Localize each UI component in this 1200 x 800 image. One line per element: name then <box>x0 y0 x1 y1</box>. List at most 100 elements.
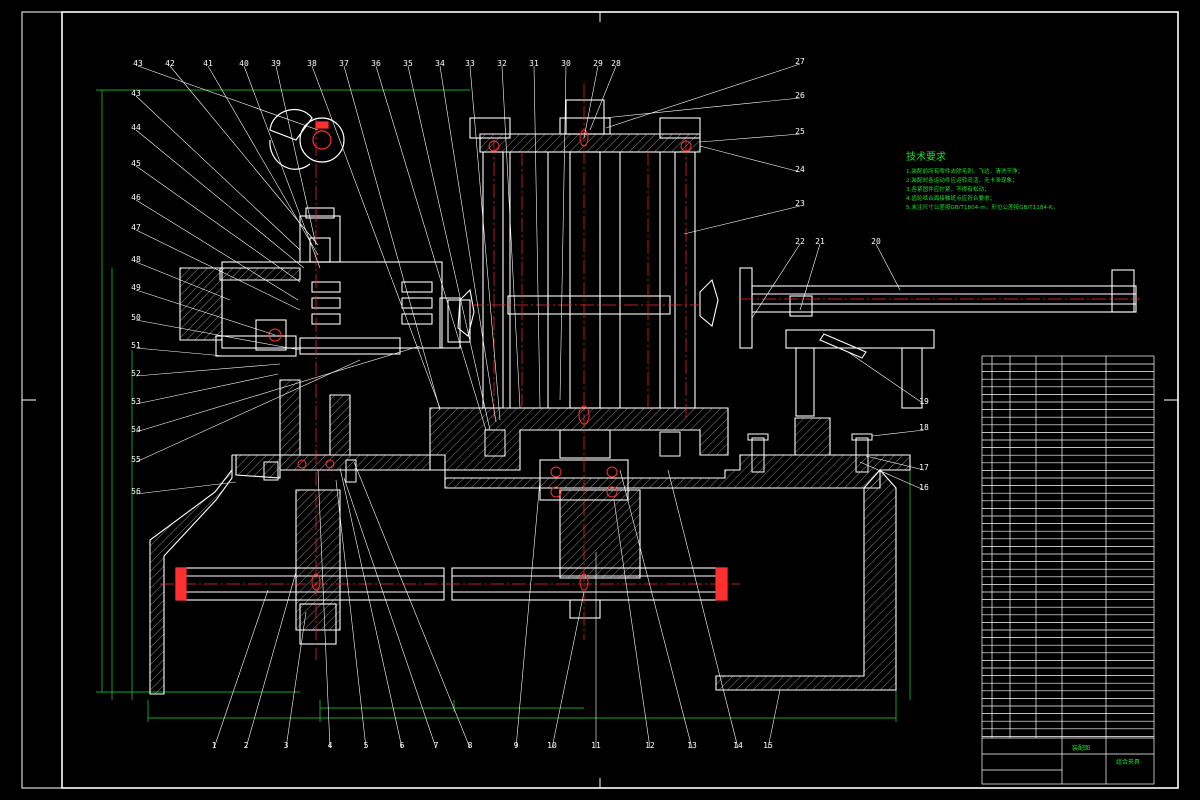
part-balloon: 52 <box>131 369 141 378</box>
part-balloon: 16 <box>919 483 929 492</box>
part-balloon: 28 <box>611 59 621 68</box>
leader-line <box>515 479 541 749</box>
bolts <box>263 429 873 483</box>
leader-line <box>275 65 317 246</box>
part-balloon: 46 <box>131 193 141 202</box>
leader-line <box>619 469 693 749</box>
part-balloon: 56 <box>131 487 141 496</box>
part-balloon: 38 <box>307 59 317 68</box>
leader-line <box>135 319 301 351</box>
leader-line <box>583 65 599 139</box>
tech-note: 3.各紧固件应拧紧，不得有松动； <box>906 185 990 193</box>
part-balloon: 25 <box>795 127 805 136</box>
part-balloon: 23 <box>795 199 805 208</box>
leader-line <box>603 97 801 119</box>
leader-line <box>135 165 301 283</box>
part-balloon: 42 <box>165 59 175 68</box>
leader-line <box>847 351 925 405</box>
part-balloon: 5 <box>364 741 369 750</box>
leader-line <box>135 347 225 357</box>
leader-line <box>667 469 739 749</box>
leader-line <box>683 205 801 235</box>
part-balloon: 32 <box>497 59 507 68</box>
leader-line <box>407 65 491 431</box>
leader-line <box>335 479 367 749</box>
part-balloon: 35 <box>403 59 413 68</box>
part-balloon: 43 <box>133 59 143 68</box>
part-balloon: 45 <box>131 159 141 168</box>
part-balloon: 44 <box>131 123 141 132</box>
leader-line <box>767 689 781 749</box>
part-balloon: 39 <box>271 59 281 68</box>
leader-lines <box>135 63 925 749</box>
leader-line <box>135 199 299 301</box>
leader-line <box>859 461 925 491</box>
part-balloon: 20 <box>871 237 881 246</box>
leader-line <box>613 499 651 749</box>
lower-gear-discs <box>175 567 728 645</box>
part-balloon: 40 <box>239 59 249 68</box>
leader-line <box>551 591 585 749</box>
leader-line <box>135 95 301 251</box>
part-balloon: 55 <box>131 455 141 464</box>
tech-requirements-title: 技术要求 <box>906 150 946 163</box>
part-balloon: 50 <box>131 313 141 322</box>
leader-line <box>135 373 279 405</box>
part-balloon: 31 <box>529 59 539 68</box>
leader-line <box>439 65 497 423</box>
part-balloon: 51 <box>131 341 141 350</box>
part-balloon: 12 <box>645 741 655 750</box>
part-balloon: 4 <box>328 741 333 750</box>
leader-line <box>533 65 541 409</box>
leader-line <box>137 65 319 131</box>
leader-line <box>559 65 567 401</box>
part-balloon: 33 <box>465 59 475 68</box>
leader-line <box>875 243 901 291</box>
gearbox-assembly <box>215 207 471 357</box>
part-balloon: 6 <box>400 741 405 750</box>
part-balloon: 11 <box>591 741 601 750</box>
part-balloon: 26 <box>795 91 805 100</box>
leader-line <box>135 363 281 377</box>
leader-line <box>135 229 301 311</box>
part-balloon: 1 <box>212 741 217 750</box>
parts-list-table <box>981 355 1155 785</box>
leader-line <box>135 345 421 433</box>
part-balloon: 43 <box>131 89 141 98</box>
tech-note: 4.齿轮啮合面接触斑点应符合要求； <box>906 194 995 202</box>
part-balloon: 34 <box>435 59 445 68</box>
part-balloon: 48 <box>131 255 141 264</box>
leader-line <box>339 467 403 749</box>
part-balloon: 37 <box>339 59 349 68</box>
leader-line <box>311 65 441 409</box>
part-balloon: 13 <box>687 741 697 750</box>
leader-line <box>699 145 801 173</box>
part-balloon: 29 <box>593 59 603 68</box>
leader-line <box>207 65 319 256</box>
crank-handle <box>269 108 345 170</box>
leader-line <box>317 469 331 749</box>
leader-line <box>343 477 437 749</box>
leader-line <box>135 481 237 495</box>
part-balloon: 8 <box>468 741 473 750</box>
part-balloon: 15 <box>763 741 773 750</box>
technical-requirements: 技术要求 1.装配前所有零件去除毛刺、飞边，清洗干净； 2.装配时各运动件应运转… <box>906 150 1058 211</box>
part-balloon: 36 <box>371 59 381 68</box>
leader-line <box>213 589 269 749</box>
leader-line <box>699 133 801 143</box>
leader-line <box>135 261 231 301</box>
part-balloon: 53 <box>131 397 141 406</box>
leader-line <box>343 65 441 411</box>
leader-line <box>375 65 487 431</box>
leader-line <box>871 429 925 437</box>
leader-line <box>469 65 501 421</box>
leader-line <box>501 65 521 409</box>
part-balloon: 24 <box>795 165 805 174</box>
tech-note: 1.装配前所有零件去除毛刺、飞边，清洗干净； <box>906 167 1023 175</box>
part-balloon: 7 <box>434 741 439 750</box>
part-balloon: 30 <box>561 59 571 68</box>
part-balloon: 27 <box>795 57 805 66</box>
part-balloon: 19 <box>919 397 929 406</box>
